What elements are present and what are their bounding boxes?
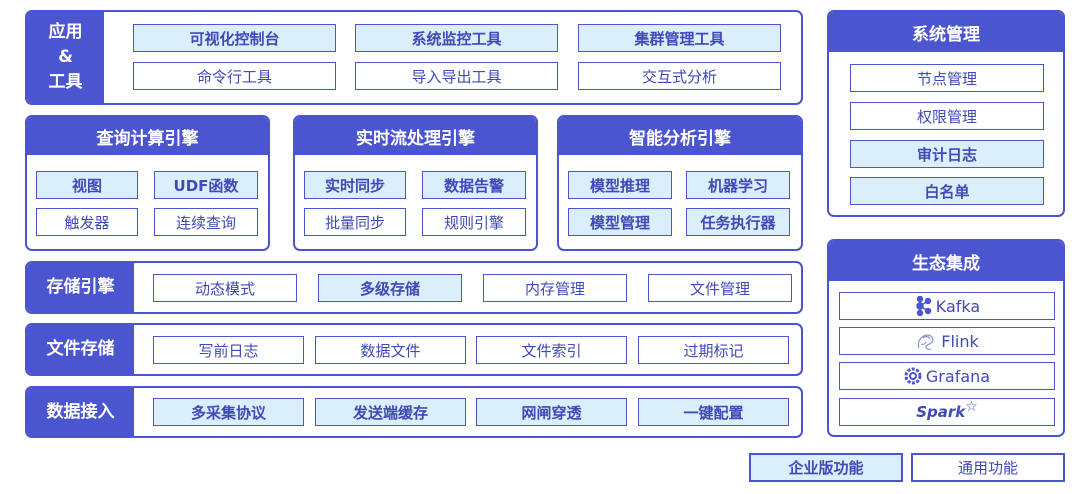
- feature-box: 数据告警: [422, 171, 526, 199]
- panel-title: 实时流处理引擎: [295, 117, 536, 155]
- star-icon: ☆: [965, 399, 978, 415]
- feature-box: UDF函数: [154, 171, 258, 199]
- feature-box: 写前日志: [153, 336, 304, 364]
- layer-label: 存储引擎: [27, 263, 134, 312]
- label-line: &: [58, 47, 73, 67]
- ecosystem-integration: 生态集成 Kafka Flink Grafana Spark ☆: [827, 239, 1065, 437]
- feature-box: 规则引擎: [422, 208, 526, 236]
- feature-box: 节点管理: [850, 64, 1044, 92]
- system-management: 系统管理 节点管理 权限管理 审计日志 白名单: [827, 10, 1065, 217]
- integration-flink: Flink: [839, 327, 1055, 355]
- label-line: 工具: [48, 72, 83, 92]
- feature-box: 任务执行器: [686, 208, 790, 236]
- flink-icon: [918, 334, 934, 350]
- file-storage-layer: 文件存储 写前日志 数据文件 文件索引 过期标记: [25, 323, 803, 376]
- feature-box: 白名单: [850, 177, 1044, 205]
- ai-engine: 智能分析引擎 模型推理 机器学习 模型管理 任务执行器: [557, 115, 803, 251]
- integration-spark: Spark ☆: [839, 398, 1055, 426]
- feature-box: 机器学习: [686, 171, 790, 199]
- integration-label: Flink: [941, 331, 979, 351]
- feature-box: 命令行工具: [133, 62, 336, 90]
- feature-box: 文件索引: [476, 336, 627, 364]
- feature-box: 发送端缓存: [315, 398, 466, 426]
- integration-grafana: Grafana: [839, 362, 1055, 390]
- integration-kafka: Kafka: [839, 292, 1055, 320]
- query-engine: 查询计算引擎 视图 UDF函数 触发器 连续查询: [25, 115, 270, 251]
- grafana-icon: [904, 367, 922, 385]
- feature-box: 触发器: [36, 208, 138, 236]
- layer-label: 数据接入: [27, 388, 134, 436]
- integration-label: Kafka: [935, 296, 981, 316]
- stream-engine: 实时流处理引擎 实时同步 数据告警 批量同步 规则引擎: [293, 115, 538, 251]
- kafka-icon: [916, 296, 932, 316]
- feature-box: 模型推理: [568, 171, 672, 199]
- panel-title: 查询计算引擎: [27, 117, 268, 155]
- feature-box: 权限管理: [850, 102, 1044, 130]
- feature-box: 视图: [36, 171, 138, 199]
- spark-logo: Spark: [916, 403, 966, 421]
- feature-box: 导入导出工具: [355, 62, 558, 90]
- feature-box: 过期标记: [638, 336, 789, 364]
- legend-general: 通用功能: [911, 453, 1065, 482]
- feature-box: 可视化控制台: [133, 24, 336, 52]
- feature-box: 内存管理: [483, 274, 627, 302]
- feature-box: 网闸穿透: [476, 398, 627, 426]
- feature-box: 交互式分析: [578, 62, 781, 90]
- panel-title: 智能分析引擎: [559, 117, 801, 155]
- feature-box: 实时同步: [304, 171, 406, 199]
- feature-box: 一键配置: [638, 398, 789, 426]
- feature-box: 批量同步: [304, 208, 406, 236]
- feature-box: 系统监控工具: [355, 24, 558, 52]
- layer-label: 文件存储: [27, 325, 134, 374]
- panel-title: 生态集成: [829, 241, 1063, 281]
- data-ingest-layer: 数据接入 多采集协议 发送端缓存 网闸穿透 一键配置: [25, 386, 803, 438]
- layer-label: 应用 & 工具: [27, 12, 104, 103]
- feature-box: 多采集协议: [153, 398, 304, 426]
- feature-box: 文件管理: [648, 274, 792, 302]
- legend-enterprise: 企业版功能: [749, 453, 903, 482]
- storage-engine-layer: 存储引擎 动态模式 多级存储 内存管理 文件管理: [25, 261, 803, 314]
- feature-box: 集群管理工具: [578, 24, 781, 52]
- feature-box: 审计日志: [850, 140, 1044, 168]
- label-line: 应用: [48, 22, 83, 42]
- panel-title: 系统管理: [829, 12, 1063, 52]
- app-tools-layer: 应用 & 工具 可视化控制台 系统监控工具 集群管理工具 命令行工具 导入导出工…: [25, 10, 803, 105]
- integration-label: Grafana: [925, 366, 991, 386]
- feature-box: 连续查询: [154, 208, 258, 236]
- feature-box: 数据文件: [315, 336, 466, 364]
- feature-box: 模型管理: [568, 208, 672, 236]
- feature-box: 多级存储: [318, 274, 462, 302]
- feature-box: 动态模式: [153, 274, 297, 302]
